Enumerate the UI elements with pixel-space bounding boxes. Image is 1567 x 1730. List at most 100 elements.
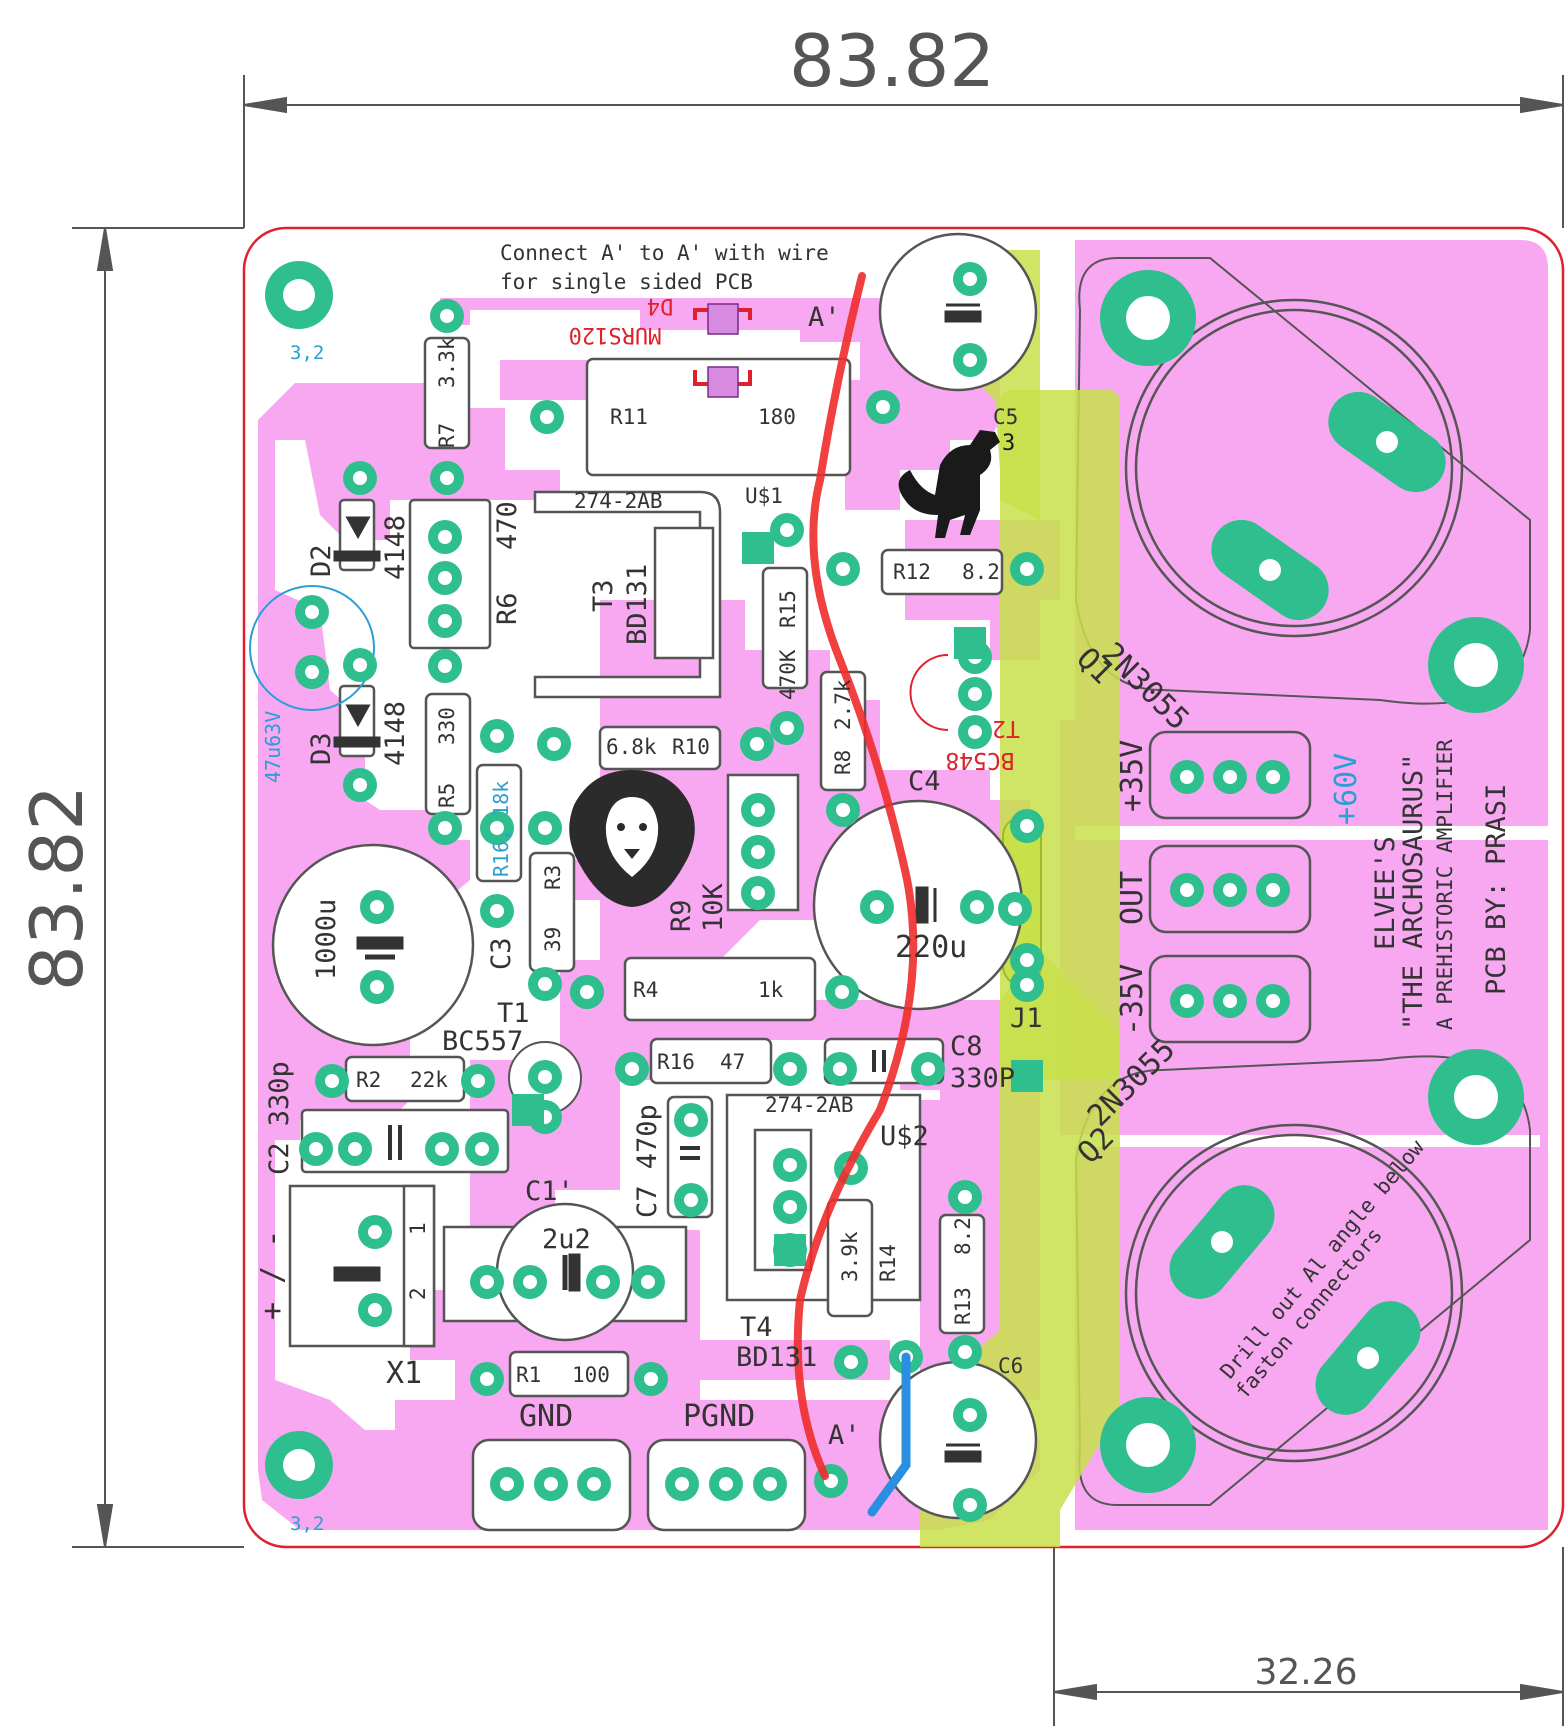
tht-pad-hole <box>783 1158 797 1172</box>
tht-pad-hole <box>353 658 367 672</box>
j1-ref: J1 <box>1010 1003 1043 1034</box>
c8-value: 330P <box>950 1063 1015 1094</box>
r13-value: 8.2 <box>951 1217 975 1255</box>
tht-pad-hole <box>751 845 765 859</box>
r3-value: 39 <box>541 927 565 952</box>
title-line3: A PREHISTORIC AMPLIFIER <box>1433 739 1457 1030</box>
t4-value: BD131 <box>736 1342 817 1373</box>
tht-pad-hole <box>675 1477 689 1491</box>
r4-value: 1k <box>758 978 784 1002</box>
r5-value: 330 <box>435 707 459 745</box>
r6-ref: R6 <box>492 592 523 625</box>
tht-pad-hole <box>490 729 504 743</box>
tht-pad-hole <box>438 530 452 544</box>
dimension-bottom-right-label: 32.26 <box>1254 1652 1357 1693</box>
r7-ref: R7 <box>435 423 459 448</box>
r13-ref: R13 <box>951 1287 975 1325</box>
d2-value: 4148 <box>380 515 411 580</box>
t4-ref: T4 <box>740 1312 773 1343</box>
pads <box>265 261 1524 1499</box>
tht-pad-hole <box>438 571 452 585</box>
tht-pad-hole <box>835 985 849 999</box>
minus35-label: -35V <box>1115 964 1150 1036</box>
tht-pad-hole <box>1180 994 1194 1008</box>
mount-hole-label-bottom: 3,2 <box>290 1513 324 1535</box>
tht-pad-hole <box>1266 883 1280 897</box>
tht-pad-hole <box>958 1345 972 1359</box>
red-wire-a-prime <box>793 272 918 1480</box>
tht-pad-hole <box>751 886 765 900</box>
tht-pad-hole <box>963 353 977 367</box>
r11-value: 180 <box>758 405 796 429</box>
tht-pad-hole <box>1020 953 1034 967</box>
tht-pad-hole <box>500 1477 514 1491</box>
tht-pad-hole <box>370 900 384 914</box>
tht-pad-hole <box>625 1062 639 1076</box>
dimension-top-label: 83.82 <box>789 19 995 103</box>
tht-pad-hole <box>1180 883 1194 897</box>
tht-pad-hole <box>1180 770 1194 784</box>
r8-ref: R8 <box>831 750 855 775</box>
tht-pad-hole <box>970 900 984 914</box>
out-label: OUT <box>1115 871 1150 925</box>
r1-ref: R1 <box>516 1363 541 1387</box>
d3-ref: D3 <box>306 732 337 765</box>
tht-pad-hole <box>438 614 452 628</box>
plus60-label: +60V <box>1329 753 1364 825</box>
d2-ref: D2 <box>306 544 337 577</box>
c-small-value: 47u63V <box>261 711 285 783</box>
heatsink-jumper <box>920 250 1120 1547</box>
r12-value: 8.2 <box>962 560 1000 584</box>
title-line4: PCB BY: PRASI <box>1481 784 1512 995</box>
pour-clearances <box>1060 826 1555 1147</box>
r10-value: 6.8k <box>606 735 657 759</box>
title-line1: ELVEE'S <box>1370 836 1401 950</box>
tht-pad-hole <box>440 471 454 485</box>
tht-pad-hole <box>1266 994 1280 1008</box>
tht-pad-hole <box>309 1142 323 1156</box>
tht-pad-hole <box>368 1225 382 1239</box>
tht-pad-hole <box>684 1113 698 1127</box>
tht-pad-hole <box>471 1074 485 1088</box>
tht-pad-hole <box>783 1062 797 1076</box>
us1-ref: U$1 <box>745 484 783 508</box>
title-line2: "THE ARCHOSAURUS" <box>1398 754 1429 1030</box>
silkscreen-details <box>333 303 982 1463</box>
r14-value: 3.9k <box>838 1231 862 1282</box>
tht-pad-hole <box>490 904 504 918</box>
r2-ref: R2 <box>356 1068 381 1092</box>
tht-pad-hole <box>540 410 554 424</box>
t2-outline <box>909 654 949 731</box>
plus35-label: +35V <box>1115 740 1150 812</box>
r6-value: 470 <box>492 501 523 550</box>
t2-ref: T2 <box>992 715 1020 741</box>
t1-ref: T1 <box>497 998 530 1029</box>
r9-value: 10K <box>698 882 729 932</box>
tht-pad-hole <box>921 1062 935 1076</box>
t3-ref: T3 <box>588 579 619 612</box>
r8-value: 2.7k <box>831 679 855 730</box>
tht-pad-hole <box>538 1070 552 1084</box>
c2-value: C2 330p <box>264 1061 295 1175</box>
dimension-left <box>72 227 244 1548</box>
tht-pad-hole <box>870 900 884 914</box>
wire-note-line2: for single sided PCB <box>500 270 753 294</box>
tht-pad-hole <box>963 1408 977 1422</box>
square-pad <box>954 627 986 659</box>
t1-value: BC557 <box>442 1026 523 1057</box>
x1-pin1: 1 <box>406 1222 430 1235</box>
gnd-label: GND <box>519 1399 573 1434</box>
r4-ref: R4 <box>633 978 658 1002</box>
tht-pad-hole <box>348 1142 362 1156</box>
tht-pad-hole <box>836 562 850 576</box>
tht-pad-hole <box>547 737 561 751</box>
a-prime-top: A' <box>808 302 841 333</box>
tht-pad-hole <box>580 985 594 999</box>
tht-pad-hole <box>763 1477 777 1491</box>
d4-value: MURS120 <box>569 322 662 347</box>
dimension-left-label: 83.82 <box>15 785 99 991</box>
r16-value: 47 <box>720 1050 745 1074</box>
r16-ref: R16 <box>657 1050 695 1074</box>
square-pad <box>512 1094 544 1126</box>
r12-ref: R12 <box>893 560 931 584</box>
